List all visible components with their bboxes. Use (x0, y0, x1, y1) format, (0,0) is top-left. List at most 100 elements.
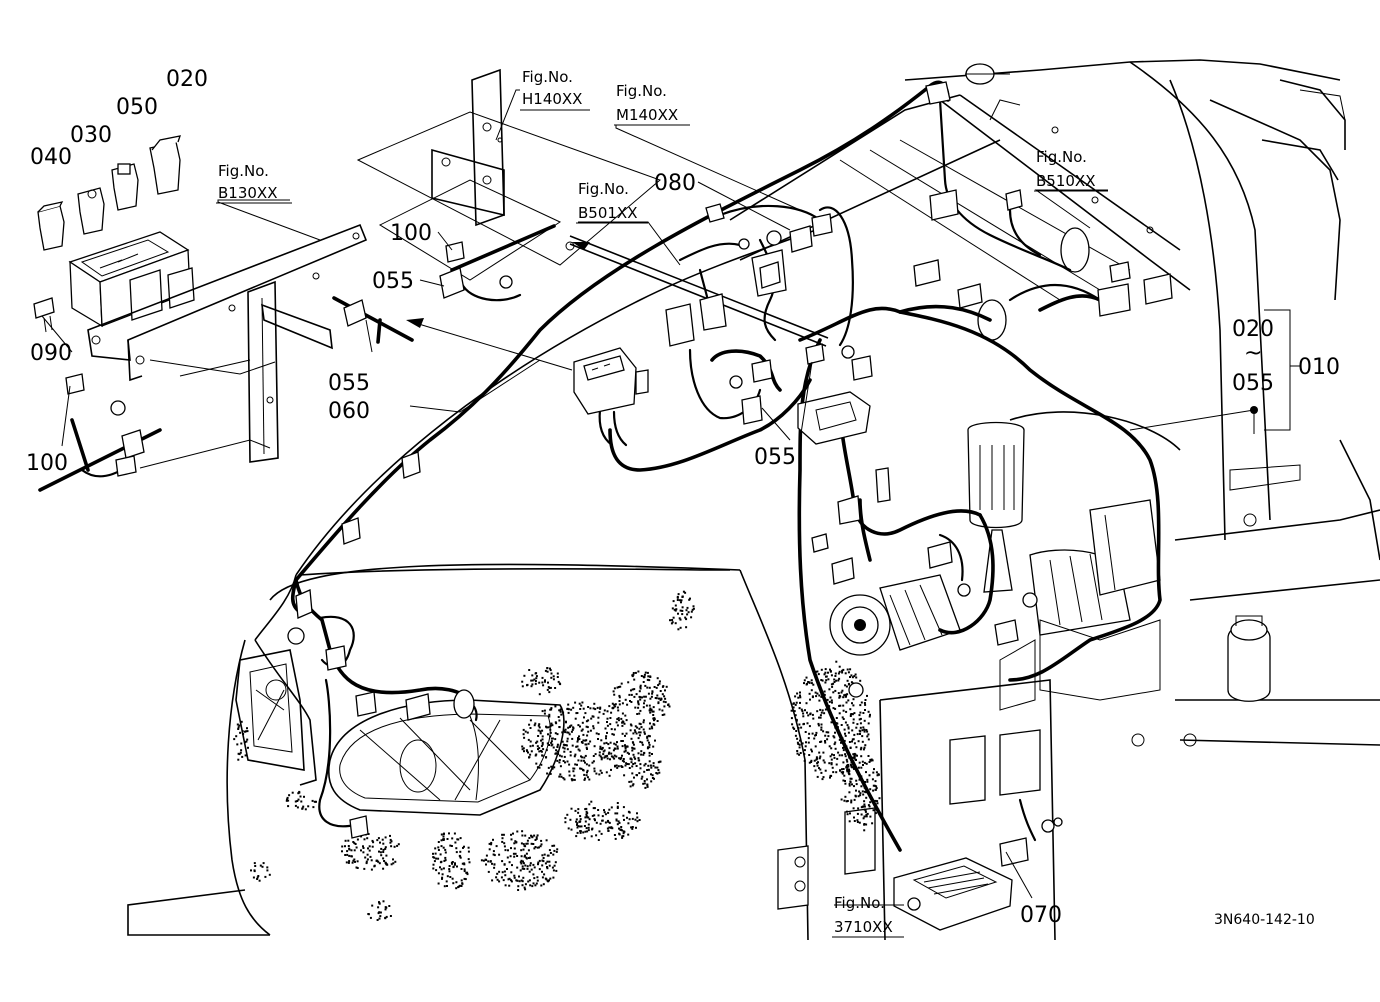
speckle-dot (616, 812, 619, 815)
speckle-dot (832, 691, 835, 694)
speckle-dot (577, 748, 580, 751)
speckle-dot (551, 767, 554, 770)
speckle-dot (853, 816, 855, 819)
speckle-dot (253, 869, 256, 872)
speckle-dot (540, 884, 543, 887)
speckle-dot (578, 735, 580, 738)
speckle-dot (522, 862, 525, 865)
speckle-dot (639, 696, 642, 699)
speckle-dot (592, 725, 595, 728)
speckle-dot (539, 730, 542, 733)
speckle-dot (652, 764, 655, 767)
speckle-dot (385, 863, 388, 866)
speckle-dot (831, 685, 834, 688)
speckle-dot (496, 872, 499, 875)
speckle-dot (432, 856, 435, 859)
speckle-dot (577, 737, 579, 740)
speckle-dot (814, 745, 817, 748)
svg-text:B130XX: B130XX (218, 184, 277, 202)
speckle-dot (861, 740, 864, 743)
speckle-dot (648, 746, 651, 749)
speckle-dot (550, 765, 553, 768)
speckle-dot (686, 606, 689, 609)
speckle-dot (593, 814, 596, 817)
speckle-dot (556, 676, 559, 678)
speckle-dot (673, 608, 676, 611)
speckle-dot (236, 723, 239, 726)
speckle-dot (643, 751, 646, 754)
speckle-dot (534, 884, 537, 887)
speckle-dot (792, 706, 795, 709)
speckle-dot (614, 764, 617, 767)
speckle-dot (485, 863, 487, 866)
speckle-dot (810, 679, 813, 682)
speckle-dot (238, 724, 241, 727)
speckle-dot (643, 731, 646, 734)
speckle-dot (441, 876, 444, 879)
speckle-dot (617, 717, 620, 720)
speckle-dot (805, 741, 807, 744)
speckle-dot (463, 863, 466, 866)
speckle-dot (537, 729, 540, 732)
speckle-dot (684, 591, 687, 594)
speckle-dot (864, 699, 867, 701)
speckle-dot (799, 694, 801, 697)
speckle-dot (246, 727, 248, 730)
speckle-dot (546, 860, 549, 863)
speckle-dot (633, 695, 636, 698)
speckle-dot (382, 851, 385, 853)
speckle-dot (820, 726, 823, 729)
speckle-dot (524, 730, 527, 733)
speckle-dot (798, 723, 801, 726)
speckle-dot (558, 754, 561, 757)
speckle-dot (557, 752, 560, 755)
speckle-dot (621, 720, 624, 723)
speckle-dot (378, 850, 380, 853)
speckle-dot (853, 752, 856, 755)
speckle-dot (671, 619, 674, 621)
speckle-dot (614, 705, 617, 708)
speckle-dot (865, 762, 868, 765)
speckle-dot (646, 735, 649, 738)
speckle-dot (861, 805, 864, 808)
speckle-dot (869, 815, 872, 818)
speckle-dot (233, 738, 236, 741)
speckle-dot (638, 712, 641, 715)
speckle-dot (533, 866, 536, 869)
speckle-dot (527, 849, 530, 852)
speckle-dot (389, 841, 392, 844)
speckle-dot (440, 839, 443, 842)
speckle-dot (819, 716, 822, 719)
speckle-dot (366, 853, 369, 856)
speckle-dot (863, 823, 866, 826)
speckle-dot (869, 758, 872, 761)
speckle-dot (605, 735, 608, 738)
speckle-dot (821, 679, 824, 682)
speckle-dot (353, 842, 356, 845)
speckle-dot (844, 782, 847, 785)
speckle-dot (542, 883, 545, 886)
speckle-dot (634, 730, 637, 733)
speckle-dot (690, 610, 693, 613)
speckle-dot (848, 683, 851, 686)
speckle-dot (631, 827, 634, 830)
speckle-dot (540, 843, 543, 846)
speckle-dot (576, 822, 579, 825)
speckle-dot (829, 668, 831, 671)
speckle-dot (858, 761, 861, 764)
speckle-dot (860, 701, 863, 704)
speckle-dot (654, 697, 657, 699)
speckle-dot (543, 709, 546, 712)
speckle-dot (599, 769, 602, 772)
speckle-dot (637, 759, 640, 762)
speckle-dot (607, 743, 610, 746)
speckle-dot (811, 713, 814, 716)
speckle-dot (620, 826, 623, 828)
speckle-dot (799, 696, 802, 699)
speckle-dot (380, 847, 383, 850)
speckle-dot (524, 864, 527, 867)
speckle-dot (585, 720, 588, 723)
speckle-dot (859, 722, 862, 725)
speckle-dot (564, 728, 567, 731)
speckle-dot (530, 750, 533, 753)
